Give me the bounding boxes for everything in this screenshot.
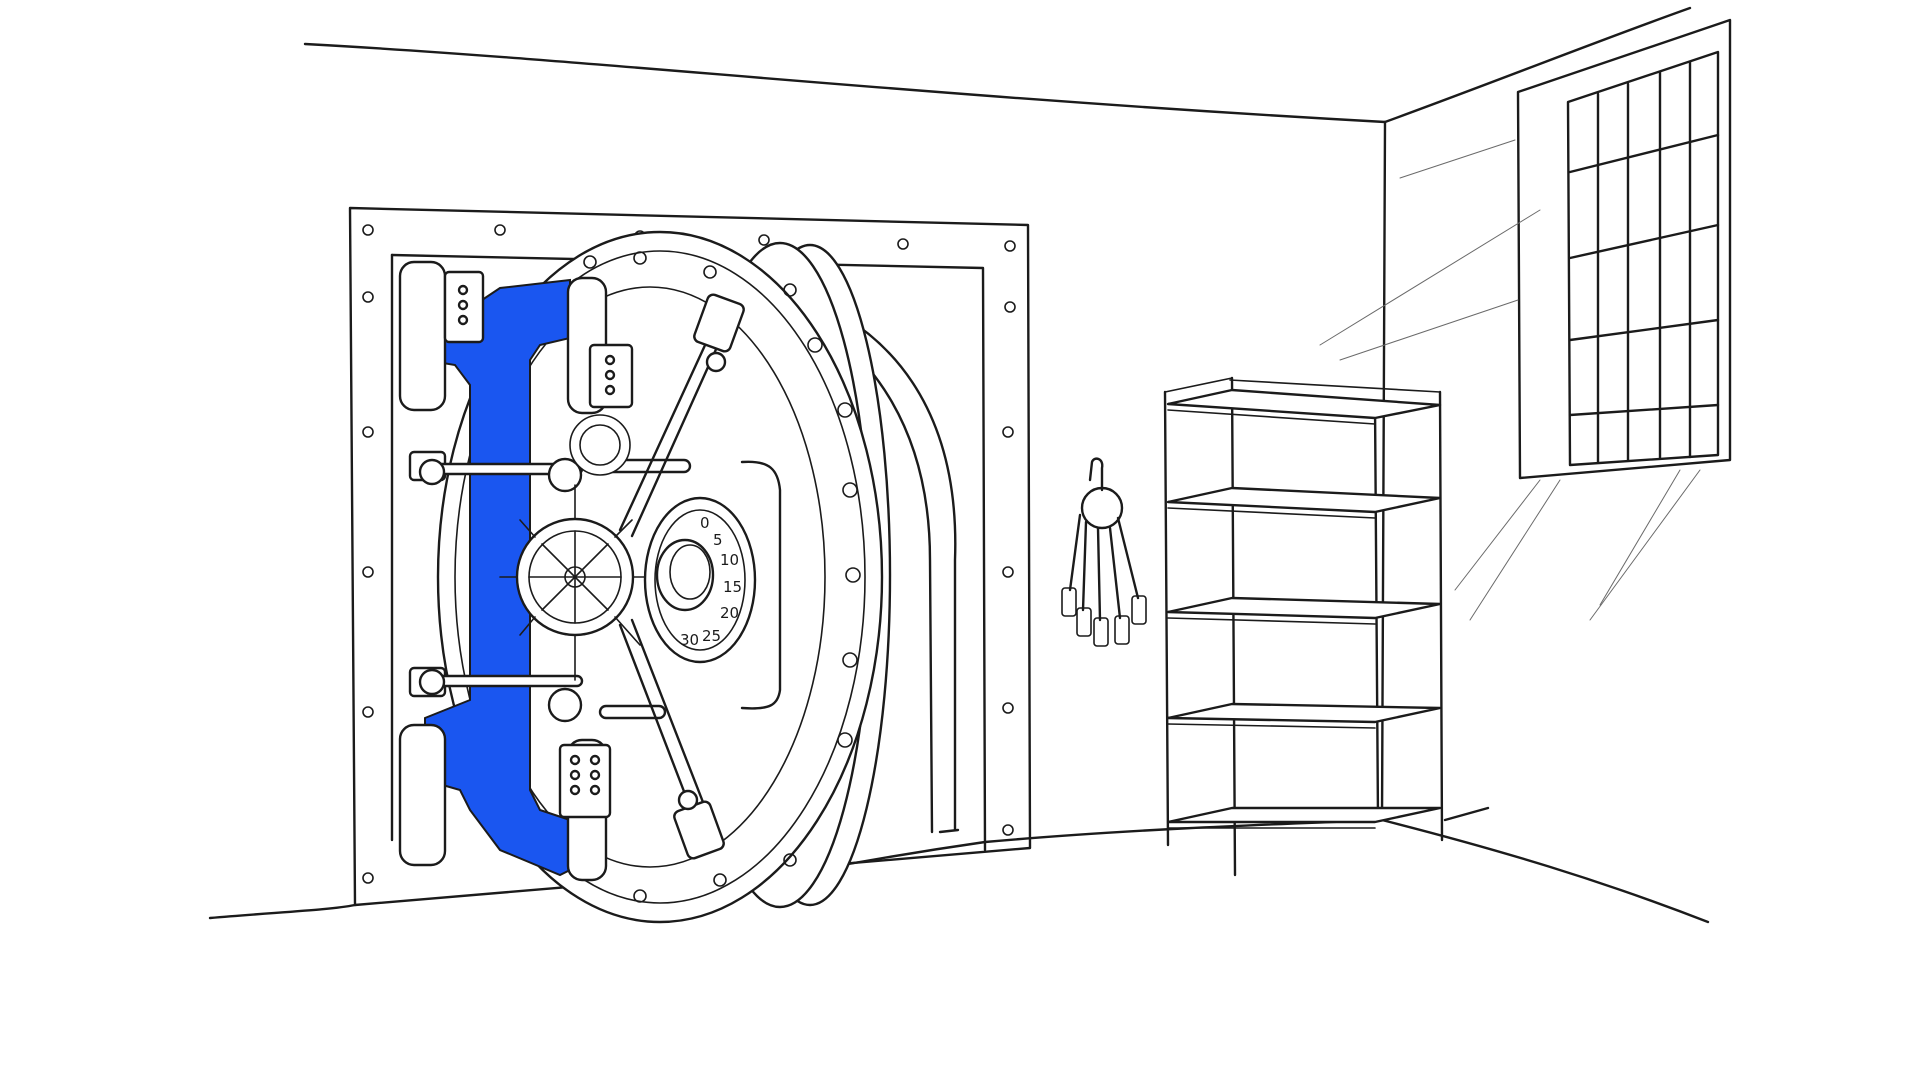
metal-shelf-icon xyxy=(1163,376,1444,877)
spoke-wheel-handle xyxy=(499,484,651,681)
dial-number: 15 xyxy=(723,578,742,596)
gear-icon xyxy=(569,414,631,476)
diagonal-bars xyxy=(618,328,724,822)
key-ring-icon xyxy=(1061,457,1147,647)
dial-number: 25 xyxy=(702,627,721,645)
locking-bolts xyxy=(408,450,692,723)
hinge-right-bottom xyxy=(558,738,612,882)
hinge-bottom xyxy=(398,723,447,867)
dial-number: 0 xyxy=(700,514,710,532)
barred-window-icon xyxy=(1319,18,1732,621)
hinge-top xyxy=(398,260,485,412)
dial-number: 20 xyxy=(720,604,739,622)
vault-door-icon: 0 5 10 15 20 25 30 xyxy=(398,230,892,924)
dial-number: 5 xyxy=(713,531,723,549)
dial-number: 30 xyxy=(680,631,699,649)
combination-dial: 0 5 10 15 20 25 30 xyxy=(643,496,757,664)
dial-number: 10 xyxy=(720,551,739,569)
hinge-right-top xyxy=(566,276,634,415)
